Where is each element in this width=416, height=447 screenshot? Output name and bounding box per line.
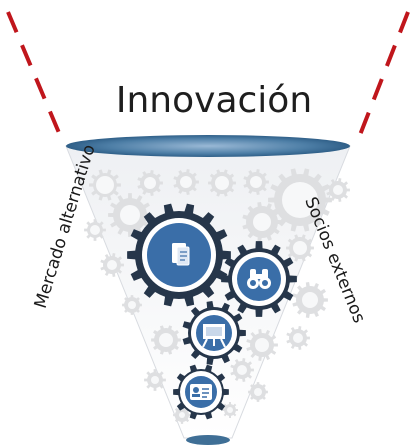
diagram-title: Innovación: [116, 80, 312, 121]
background-gear-hub: [159, 333, 173, 347]
background-gear-hub: [254, 388, 262, 396]
background-gear-hub: [302, 292, 318, 308]
background-gear-hub: [96, 176, 114, 194]
background-gear-hub: [107, 260, 117, 270]
document-icon: [172, 243, 190, 266]
background-gear-hub: [144, 177, 156, 189]
left-dashed-line: [6, 11, 64, 141]
background-gear-hub: [293, 333, 303, 343]
background-gear-hub: [253, 213, 271, 231]
background-gear-hub: [333, 185, 343, 195]
background-gear-hub: [293, 241, 307, 255]
background-gear-hub: [180, 176, 192, 188]
background-gear-hub: [90, 225, 100, 235]
background-gear-hub: [128, 301, 136, 309]
background-gear-hub: [215, 176, 229, 190]
background-gear-hub: [227, 407, 233, 413]
funnel-top-rim: [66, 135, 350, 157]
background-gear-hub: [237, 365, 247, 375]
background-gear-hub: [179, 412, 185, 418]
background-gear-hub: [282, 182, 318, 218]
funnel-bottom-spout: [186, 435, 230, 445]
binoculars-icon: [247, 269, 271, 289]
background-gear-hub: [250, 176, 262, 188]
right-dashed-line: [356, 11, 410, 141]
presentation-board-icon: [202, 324, 226, 348]
background-gear-hub: [120, 205, 140, 225]
id-card-icon: [190, 384, 212, 400]
background-gear-hub: [151, 376, 159, 384]
background-gear-hub: [255, 338, 269, 352]
